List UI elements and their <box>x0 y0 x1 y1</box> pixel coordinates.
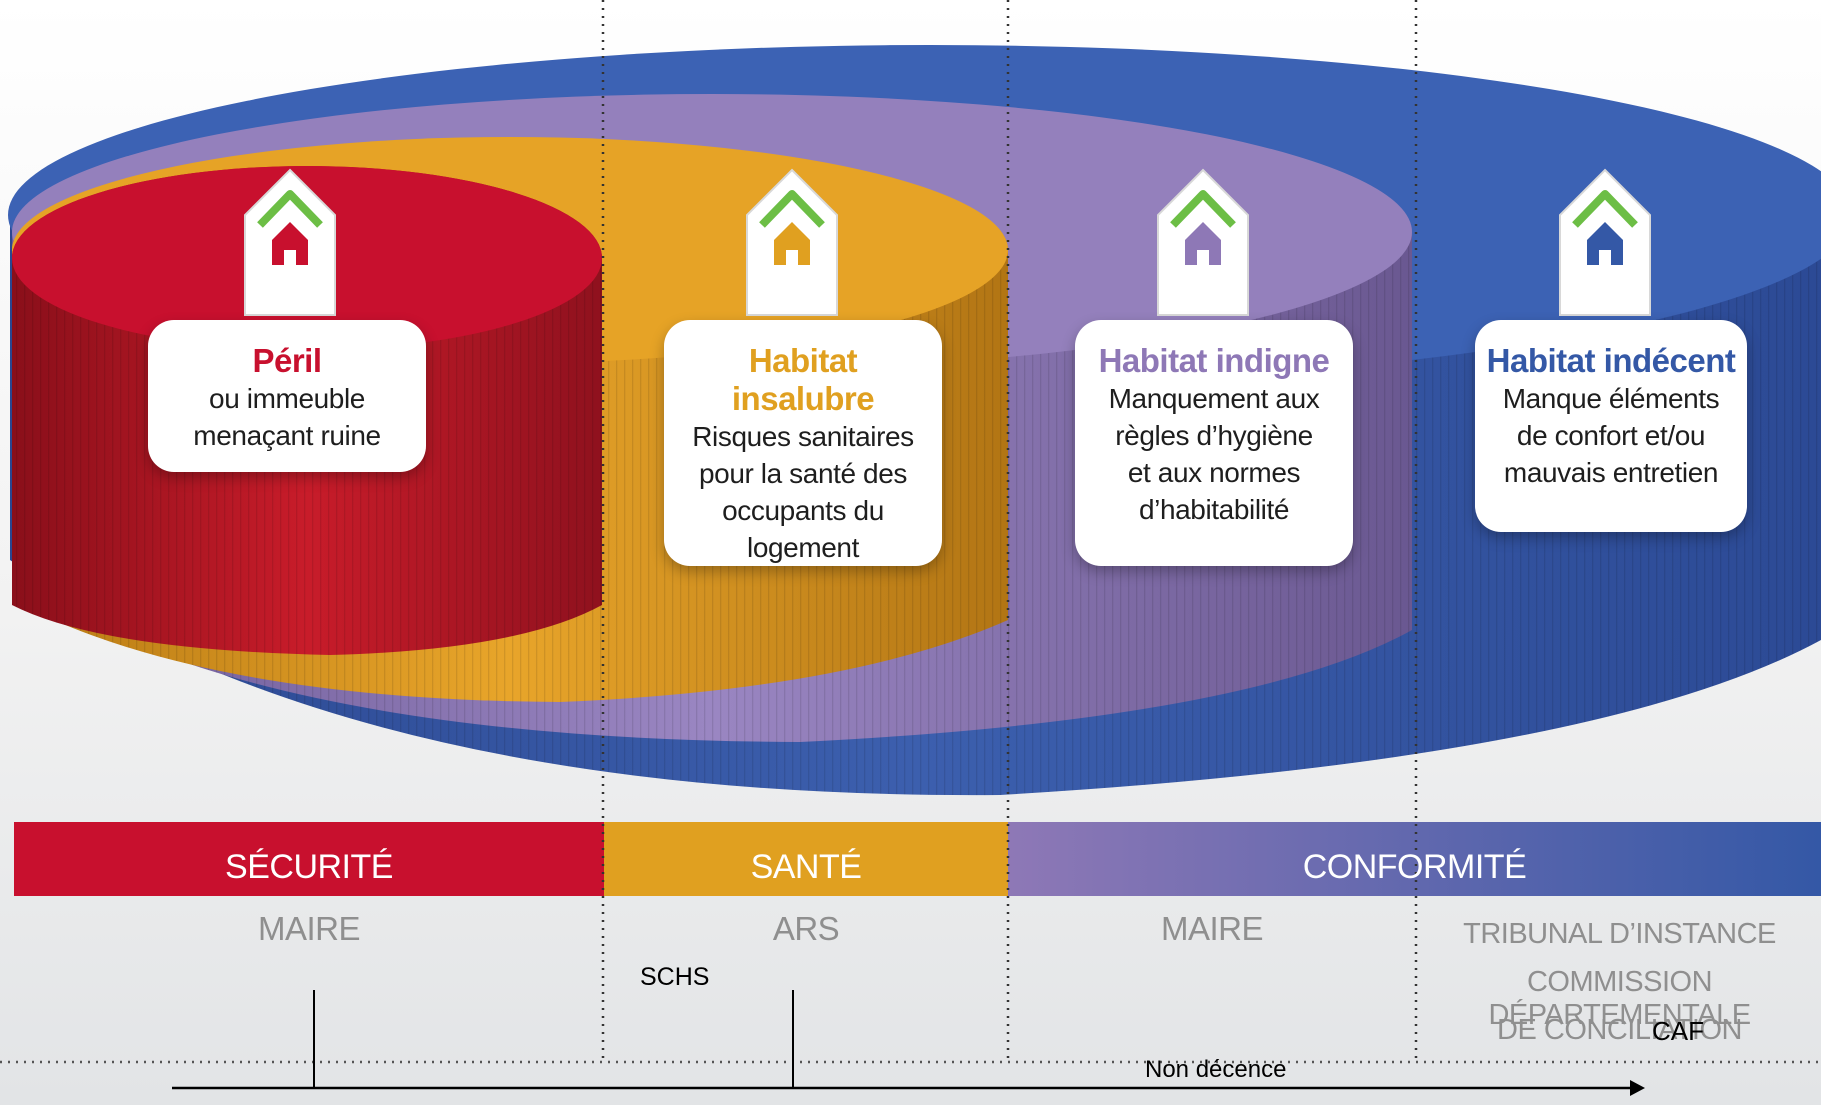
band-label-sante: SANTÉ <box>750 848 862 886</box>
annotation-non-decence: Non décence <box>1145 1056 1287 1083</box>
card-desc-line: Manquement aux <box>1108 383 1320 414</box>
card-title: Habitat indigne <box>1098 342 1330 379</box>
card-peril: Péril ou immeuble menaçant ruine <box>148 320 426 472</box>
card-desc-line: mauvais entretien <box>1503 457 1719 488</box>
arrow-head <box>1630 1080 1645 1096</box>
house-icon <box>746 168 838 316</box>
card-desc-line: de confort et/ou <box>1516 420 1706 451</box>
band-sante <box>604 822 1008 896</box>
band-label-conformite: CONFORMITÉ <box>1302 848 1527 886</box>
authority-tribunal: TRIBUNAL D’INSTANCE <box>1463 918 1776 950</box>
card-desc-line: d’habitabilité <box>1138 494 1290 525</box>
card-title: Habitat insalubre <box>731 342 875 417</box>
card-desc-line: ou immeuble <box>209 383 365 414</box>
house-icon <box>1559 168 1651 316</box>
card-desc-line: et aux normes <box>1127 457 1301 488</box>
card-desc-line: règles d’hygiène <box>1115 420 1313 451</box>
card-desc-line: logement <box>747 532 859 563</box>
authority-commission: COMMISSION DÉPARTEMENTALE <box>1488 966 1751 1031</box>
card-title: Habitat indécent <box>1486 342 1736 379</box>
band-securite <box>14 822 604 896</box>
annotation-caf: CAF <box>1652 1016 1704 1046</box>
house-icon <box>1157 168 1249 316</box>
card-indigne: Habitat indigne Manquement aux règles d’… <box>1075 320 1353 566</box>
annotation-schs: SCHS <box>640 963 710 991</box>
band-label-securite: SÉCURITÉ <box>225 848 393 886</box>
card-desc-line: Risques sanitaires <box>692 421 914 452</box>
card-desc-line: Manque éléments <box>1502 383 1720 414</box>
authority-maire-1: MAIRE <box>257 910 361 947</box>
house-icon <box>244 168 336 316</box>
card-desc-line: menaçant ruine <box>193 420 381 451</box>
card-insalubre: Habitat insalubre Risques sanitaires pou… <box>664 320 942 566</box>
card-desc-line: pour la santé des <box>698 458 907 489</box>
authority-conciliation: DE CONCILIATION <box>1497 1014 1742 1046</box>
authority-maire-2: MAIRE <box>1160 910 1264 947</box>
card-indecent: Habitat indécent Manque éléments de conf… <box>1475 320 1747 532</box>
card-title: Péril <box>252 342 322 379</box>
band-conformite <box>1008 822 1821 896</box>
card-desc-line: occupants du <box>722 495 884 526</box>
authority-ars: ARS <box>772 910 840 947</box>
